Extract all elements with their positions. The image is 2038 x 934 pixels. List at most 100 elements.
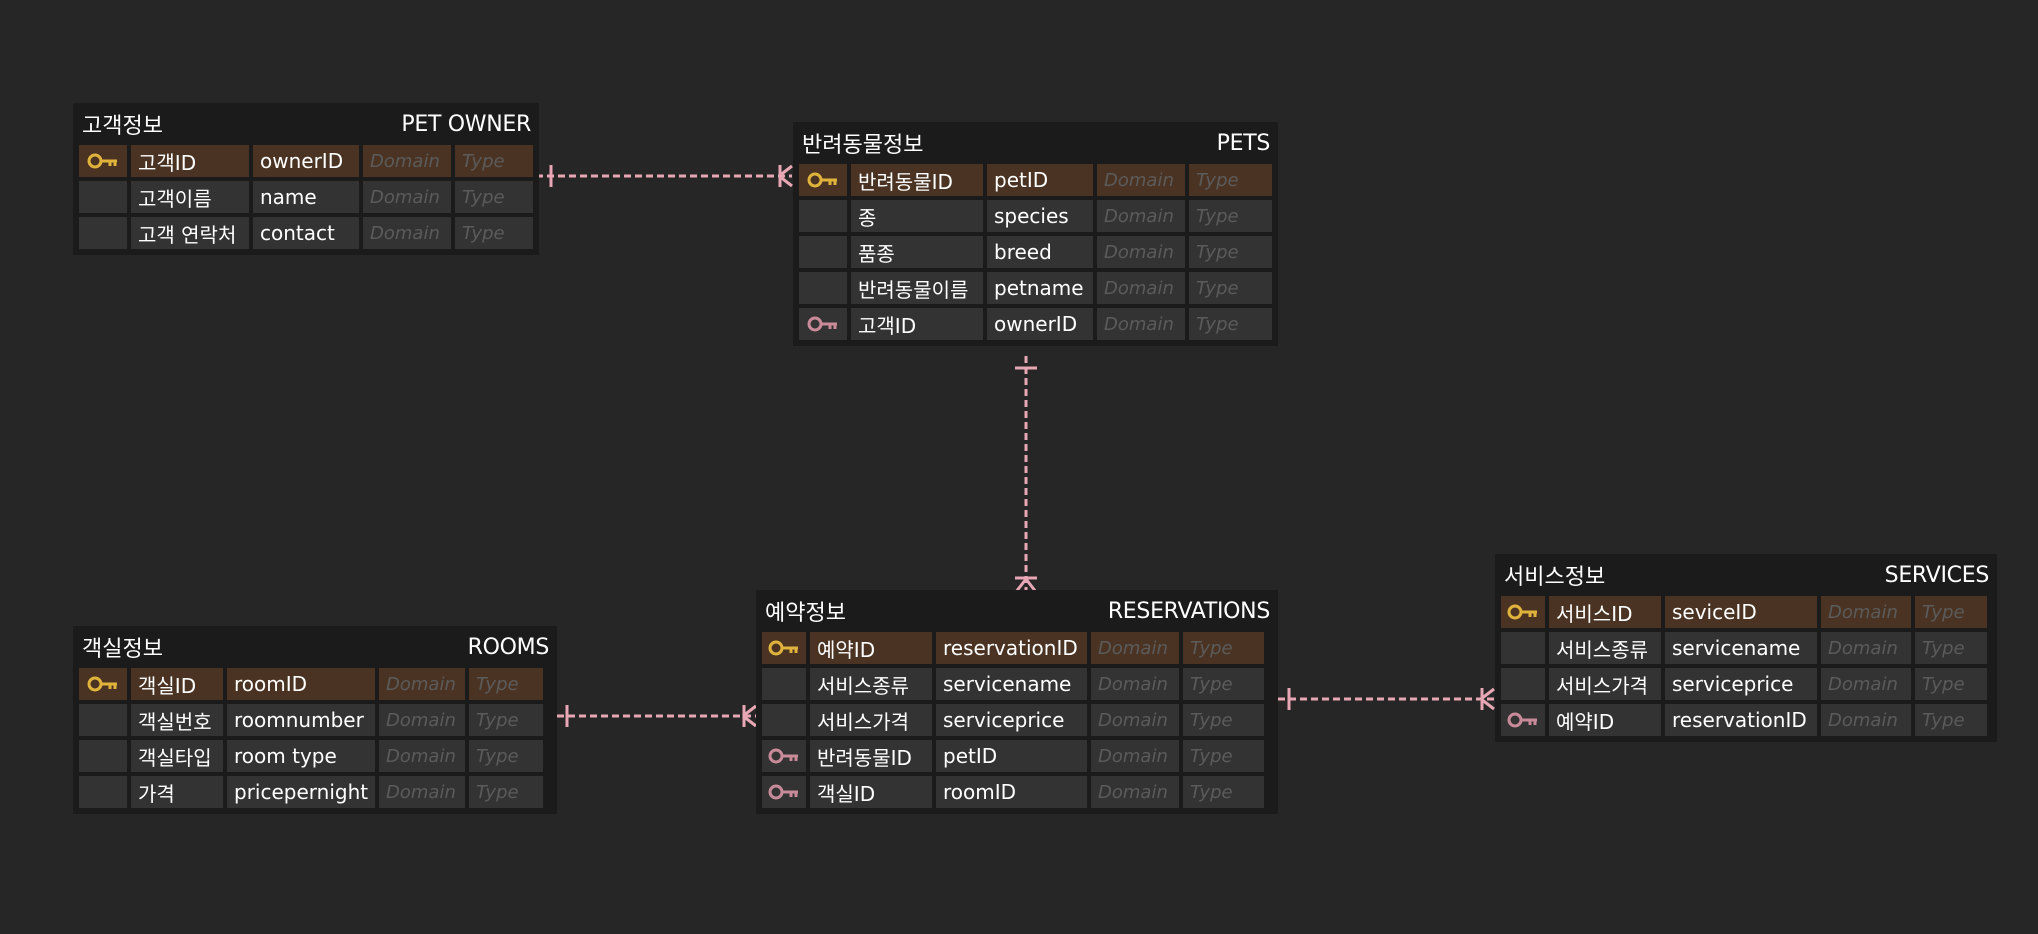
attribute-type: Type (1183, 668, 1264, 700)
attribute-type: Type (1915, 632, 1987, 664)
key-slot (762, 704, 806, 736)
attribute-physical-name: roomID (936, 776, 1087, 808)
foreign-key-icon (762, 776, 806, 808)
attribute-domain: Domain (379, 704, 465, 736)
relationship-rooms-reservations[interactable] (557, 704, 757, 728)
attribute-domain: Domain (1097, 308, 1185, 340)
attribute-type: Type (455, 181, 533, 213)
attribute-domain: Domain (1091, 704, 1179, 736)
attribute-domain: Domain (363, 217, 451, 249)
entity-header: 반려동물정보 PETS (799, 122, 1272, 164)
entity-logical-name: 고객정보 (82, 114, 163, 139)
attribute-domain: Domain (379, 740, 465, 772)
entity-physical-name: ROOMS (467, 634, 550, 660)
key-slot (799, 236, 847, 268)
attribute-domain: Domain (1091, 668, 1179, 700)
relationship-pets-reservations[interactable] (1014, 356, 1038, 593)
attribute-physical-name: ownerID (253, 145, 359, 177)
attribute-domain: Domain (1091, 740, 1179, 772)
attribute-logical-name: 서비스가격 (810, 704, 932, 736)
attribute-physical-name: breed (987, 236, 1093, 268)
primary-key-icon (79, 145, 127, 177)
key-slot (799, 200, 847, 232)
entity-header: 객실정보 ROOMS (79, 626, 551, 668)
attribute-physical-name: roomID (227, 668, 375, 700)
attribute-type: Type (1915, 704, 1987, 736)
key-slot (79, 740, 127, 772)
key-slot (1501, 668, 1545, 700)
attribute-row[interactable]: 종 species Domain Type (799, 200, 1272, 232)
attribute-logical-name: 객실ID (810, 776, 932, 808)
attribute-row[interactable]: 예약ID reservationID Domain Type (762, 632, 1272, 664)
attribute-row[interactable]: 객실타입 room type Domain Type (79, 740, 551, 772)
attribute-row[interactable]: 고객ID ownerID Domain Type (799, 308, 1272, 340)
foreign-key-icon (1501, 704, 1545, 736)
entity-physical-name: PETS (1216, 130, 1271, 156)
attribute-type: Type (469, 704, 543, 736)
attribute-physical-name: seviceID (1665, 596, 1817, 628)
attribute-row[interactable]: 객실번호 roomnumber Domain Type (79, 704, 551, 736)
entity-header: 서비스정보 SERVICES (1501, 554, 1991, 596)
attribute-type: Type (1189, 272, 1272, 304)
attribute-domain: Domain (1091, 776, 1179, 808)
attribute-type: Type (455, 217, 533, 249)
primary-key-icon (799, 164, 847, 196)
attribute-logical-name: 반려동물이름 (851, 272, 983, 304)
key-slot (79, 217, 127, 249)
attribute-type: Type (1189, 200, 1272, 232)
attribute-row[interactable]: 고객이름 name Domain Type (79, 181, 533, 213)
attribute-row[interactable]: 반려동물ID petID Domain Type (762, 740, 1272, 772)
attribute-type: Type (1915, 596, 1987, 628)
attribute-row[interactable]: 서비스종류 servicename Domain Type (762, 668, 1272, 700)
key-slot (79, 704, 127, 736)
attribute-row[interactable]: 서비스종류 servicename Domain Type (1501, 632, 1991, 664)
relationship-owner-pets[interactable] (536, 164, 793, 188)
attribute-row[interactable]: 반려동물이름 petname Domain Type (799, 272, 1272, 304)
attribute-physical-name: contact (253, 217, 359, 249)
foreign-key-icon (762, 740, 806, 772)
attribute-type: Type (469, 776, 543, 808)
attribute-physical-name: name (253, 181, 359, 213)
entity-rooms[interactable]: 객실정보 ROOMS 객실ID roomID Domain Type 객실번호 … (73, 626, 557, 814)
primary-key-icon (79, 668, 127, 700)
attribute-type: Type (1189, 236, 1272, 268)
attribute-domain: Domain (1821, 632, 1911, 664)
attribute-domain: Domain (379, 668, 465, 700)
attribute-logical-name: 고객ID (131, 145, 249, 177)
attribute-row[interactable]: 가격 pricepernight Domain Type (79, 776, 551, 808)
entity-services[interactable]: 서비스정보 SERVICES 서비스ID seviceID Domain Typ… (1495, 554, 1997, 742)
attribute-domain: Domain (1097, 236, 1185, 268)
attribute-row[interactable]: 객실ID roomID Domain Type (762, 776, 1272, 808)
attribute-row[interactable]: 품종 breed Domain Type (799, 236, 1272, 268)
attribute-row[interactable]: 예약ID reservationID Domain Type (1501, 704, 1991, 736)
attribute-physical-name: petname (987, 272, 1093, 304)
attribute-row[interactable]: 고객ID ownerID Domain Type (79, 145, 533, 177)
attribute-physical-name: reservationID (1665, 704, 1817, 736)
attribute-logical-name: 가격 (131, 776, 223, 808)
entity-logical-name: 객실정보 (82, 637, 163, 662)
attribute-physical-name: species (987, 200, 1093, 232)
attribute-domain: Domain (1091, 632, 1179, 664)
attribute-logical-name: 객실ID (131, 668, 223, 700)
attribute-logical-name: 고객ID (851, 308, 983, 340)
attribute-logical-name: 객실번호 (131, 704, 223, 736)
attribute-row[interactable]: 서비스ID seviceID Domain Type (1501, 596, 1991, 628)
key-slot (799, 272, 847, 304)
attribute-logical-name: 서비스종류 (1549, 632, 1661, 664)
attribute-row[interactable]: 서비스가격 serviceprice Domain Type (762, 704, 1272, 736)
primary-key-icon (762, 632, 806, 664)
entity-physical-name: PET OWNER (401, 111, 531, 137)
attribute-logical-name: 서비스종류 (810, 668, 932, 700)
attribute-domain: Domain (1097, 164, 1185, 196)
entity-pets[interactable]: 반려동물정보 PETS 반려동물ID petID Domain Type 종 s… (793, 122, 1278, 346)
entity-pet-owner[interactable]: 고객정보 PET OWNER 고객ID ownerID Domain Type … (73, 103, 539, 255)
attribute-physical-name: room type (227, 740, 375, 772)
attribute-row[interactable]: 고객 연락처 contact Domain Type (79, 217, 533, 249)
attribute-row[interactable]: 서비스가격 serviceprice Domain Type (1501, 668, 1991, 700)
entity-reservations[interactable]: 예약정보 RESERVATIONS 예약ID reservationID Dom… (756, 590, 1278, 814)
entity-header: 고객정보 PET OWNER (79, 103, 533, 145)
relationship-services-reservations[interactable] (1278, 687, 1495, 711)
attribute-row[interactable]: 객실ID roomID Domain Type (79, 668, 551, 700)
attribute-row[interactable]: 반려동물ID petID Domain Type (799, 164, 1272, 196)
attribute-type: Type (1183, 704, 1264, 736)
